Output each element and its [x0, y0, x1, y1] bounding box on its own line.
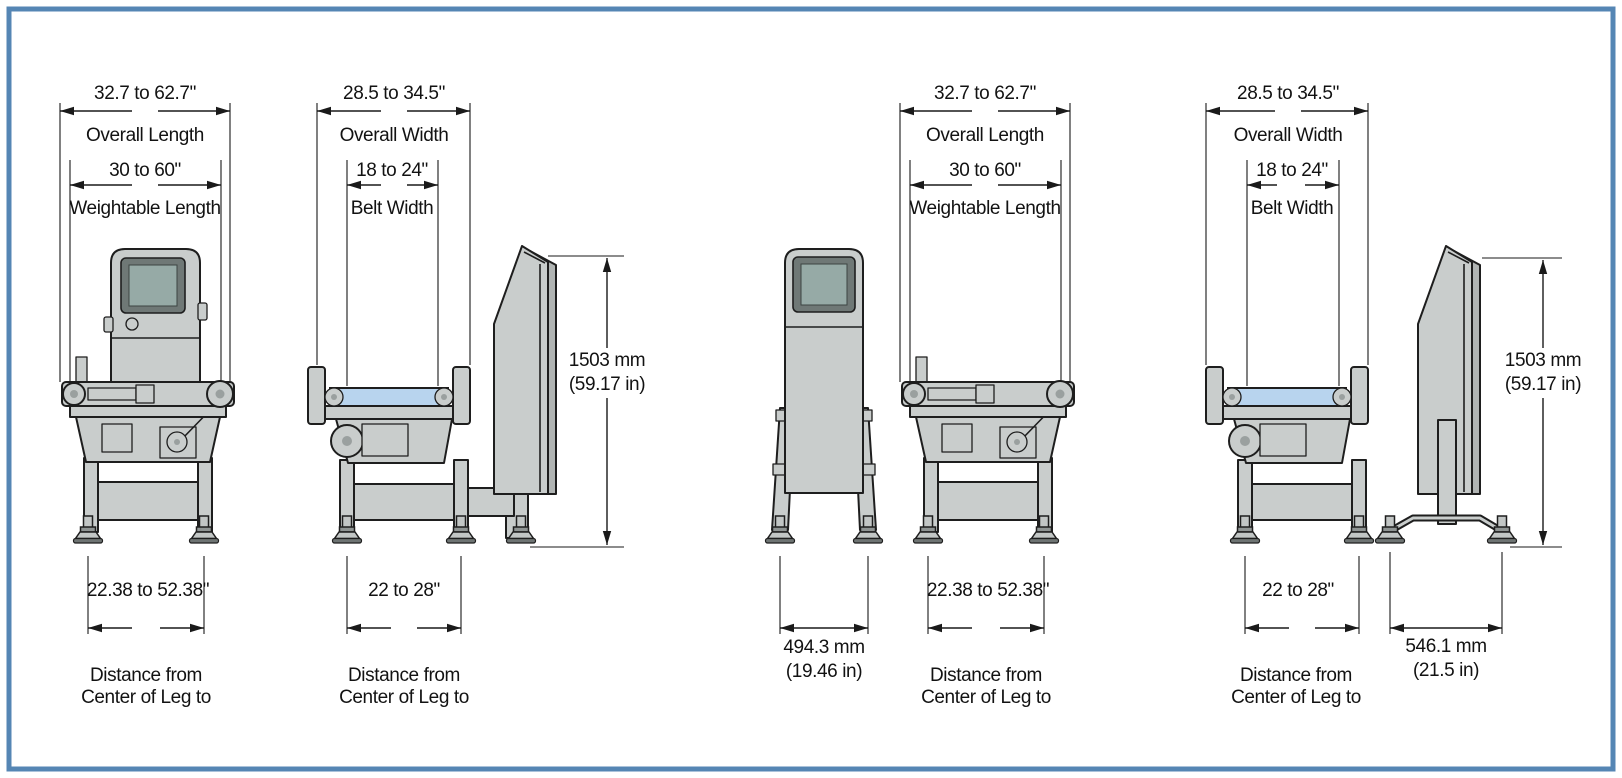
dim-weightable-length-label: Weightable Length — [909, 198, 1060, 219]
dim-leg-span-value: 22.38 to 52.38" — [87, 580, 209, 601]
view-remote-console-front: 494.3 mm (19.46 in) — [764, 248, 884, 682]
dim-height-value-mm: 1503 mm — [1505, 350, 1581, 371]
dim-overall-length-label: Overall Length — [86, 125, 204, 146]
dim-stand-span-mm: 546.1 mm — [1405, 636, 1486, 657]
dim-overall-length-value: 32.7 to 62.7" — [94, 83, 196, 104]
leg-caption-line2: Center of Leg to — [921, 687, 1051, 708]
view-side-remote-console: 28.5 to 34.5" Overall Width 18 to 24" Be… — [1206, 83, 1582, 708]
view-side-integrated-console: 28.5 to 34.5" Overall Width 18 to 24" Be… — [308, 83, 646, 708]
dim-leg-span-value: 22.38 to 52.38" — [927, 580, 1049, 601]
dim-height-value-mm: 1503 mm — [569, 350, 645, 371]
dim-weightable-length-value: 30 to 60" — [109, 160, 181, 181]
dim-overall-width-label: Overall Width — [340, 125, 449, 146]
dim-weightable-length-value: 30 to 60" — [949, 160, 1021, 181]
leg-caption-line1: Distance from — [1240, 665, 1352, 686]
dim-console-leg-span-mm: 494.3 mm — [783, 637, 864, 658]
leg-caption-line2: Center of Leg to — [339, 687, 469, 708]
front-machine-illustration — [62, 357, 234, 543]
leg-caption-line1: Distance from — [348, 665, 460, 686]
leg-caption-line1: Distance from — [90, 665, 202, 686]
remote-console-illustration — [764, 248, 884, 544]
dim-belt-width-label: Belt Width — [1251, 198, 1334, 219]
dim-console-leg-span-in: (19.46 in) — [786, 661, 862, 682]
dim-overall-length-label: Overall Length — [926, 125, 1044, 146]
dim-overall-length-value: 32.7 to 62.7" — [934, 83, 1036, 104]
remote-console-stand-illustration — [1374, 245, 1518, 544]
leg-caption-line2: Center of Leg to — [81, 687, 211, 708]
front-machine-illustration — [902, 357, 1074, 543]
dim-height-value-in: (59.17 in) — [1505, 374, 1581, 395]
dim-overall-width-value: 28.5 to 34.5" — [1237, 83, 1339, 104]
dim-leg-span-value: 22 to 28" — [368, 580, 440, 601]
dim-leg-span-value: 22 to 28" — [1262, 580, 1334, 601]
dim-overall-width-label: Overall Width — [1234, 125, 1343, 146]
leg-caption-line2: Center of Leg to — [1231, 687, 1361, 708]
dim-belt-width-value: 18 to 24" — [356, 160, 428, 181]
dim-belt-width-value: 18 to 24" — [1256, 160, 1328, 181]
dim-stand-span-in: (21.5 in) — [1413, 660, 1479, 681]
dim-weightable-length-label: Weightable Length — [69, 198, 220, 219]
view-front-remote-console: 32.7 to 62.7" Overall Length 30 to 60" W… — [899, 83, 1074, 708]
view-front-integrated-console: 32.7 to 62.7" Overall Length 30 to 60" W… — [59, 83, 234, 708]
dim-overall-width-value: 28.5 to 34.5" — [343, 83, 445, 104]
dim-height-value-in: (59.17 in) — [569, 374, 645, 395]
dim-belt-width-label: Belt Width — [351, 198, 434, 219]
leg-caption-line1: Distance from — [930, 665, 1042, 686]
console-tower-illustration — [103, 248, 208, 393]
